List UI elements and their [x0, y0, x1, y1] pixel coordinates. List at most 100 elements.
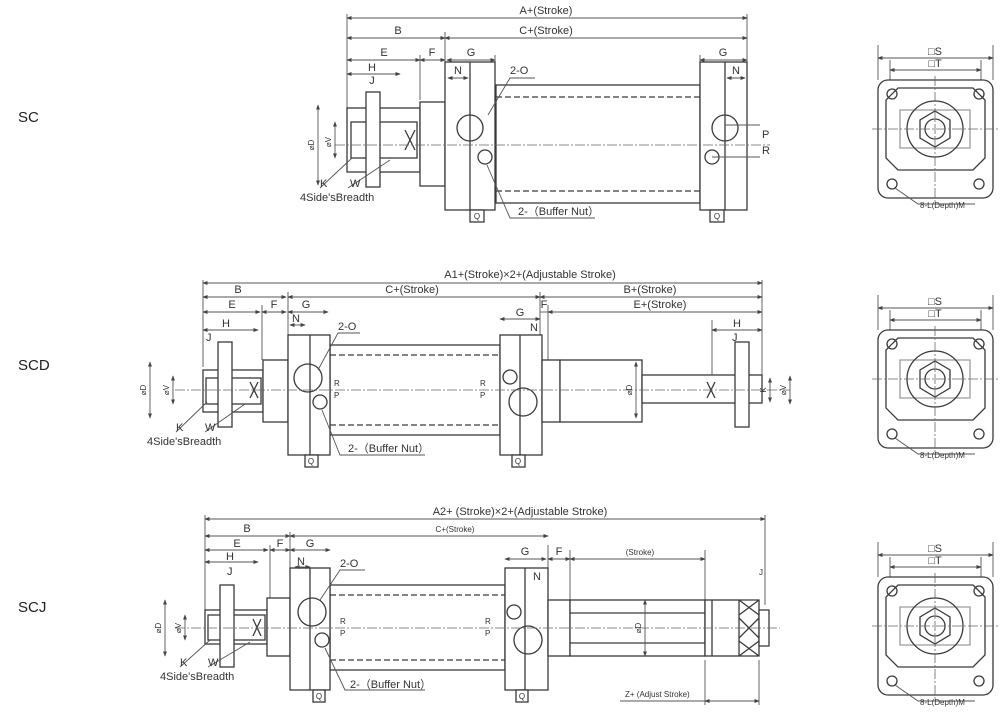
label-p: P	[762, 129, 769, 141]
dim-n-left: N	[297, 556, 305, 568]
label-r-left: R	[340, 617, 346, 626]
scd-side-view: SCD A1+(Stroke)×2+(Adjustable Stroke) B …	[18, 269, 793, 468]
dim-j-right: J	[732, 332, 738, 344]
dim-v: ⌀V	[324, 136, 333, 147]
dim-h-left: H	[222, 318, 230, 330]
dim-square-t: □T	[928, 58, 942, 70]
dim-v-right: ⌀V	[779, 384, 788, 395]
dim-square-t: □T	[928, 555, 942, 567]
dim-e: E	[228, 299, 235, 311]
dim-a2: A2+ (Stroke)×2+(Adjustable Stroke)	[433, 506, 608, 518]
dim-j: J	[369, 75, 375, 87]
dim-g-left: G	[302, 299, 311, 311]
dim-j: J	[227, 566, 233, 578]
flange-end-view-shape	[872, 45, 1000, 205]
dim-c: C+(Stroke)	[436, 525, 475, 534]
label-buffer-nut: 2-（Buffer Nut）	[348, 442, 429, 455]
label-q-left: Q	[316, 692, 322, 701]
dim-square-s: □S	[928, 296, 942, 308]
label-p-right: P	[480, 391, 485, 400]
dim-c: C+(Stroke)	[385, 284, 439, 296]
dim-f-right: F	[541, 299, 548, 311]
label-q-right: Q	[515, 457, 521, 466]
dim-b-plus: B+(Stroke)	[624, 284, 677, 296]
dim-d: ⌀D	[154, 622, 163, 633]
dim-d-rod: ⌀D	[625, 384, 634, 395]
label-p-right: P	[485, 629, 490, 638]
scd-end-view: □S □T 8-L(Depth)M	[872, 295, 1000, 460]
row-label-sc: SC	[18, 109, 39, 126]
dim-f-left: F	[277, 538, 284, 550]
dim-n-right: N	[533, 571, 541, 583]
label-2-o: 2-O	[510, 65, 529, 77]
dim-j-left: J	[206, 332, 212, 344]
dim-g-left: G	[306, 538, 315, 550]
dim-square-t: □T	[928, 308, 942, 320]
dim-g-right: G	[516, 307, 525, 319]
label-2-o: 2-O	[340, 558, 359, 570]
dim-e: E	[380, 47, 387, 59]
dim-k-right: K	[759, 387, 768, 393]
row-label-scd: SCD	[18, 357, 50, 374]
label-4side-breadth: 4Side'sBreadth	[300, 192, 374, 204]
dim-f-right: F	[556, 546, 563, 558]
label-k: K	[176, 422, 184, 434]
dim-v: ⌀V	[162, 384, 171, 395]
label-r-right: R	[480, 379, 486, 388]
dim-h: H	[368, 62, 376, 74]
label-4side-breadth: 4Side'sBreadth	[160, 671, 234, 683]
dim-g-right: G	[719, 47, 728, 59]
dim-b: B	[234, 284, 241, 296]
scj-end-view: □S □T 8-L(Depth)M	[872, 542, 1000, 707]
scj-side-view: SCJ A2+ (Stroke)×2+(Adjustable Stroke) B…	[18, 506, 780, 705]
label-r: R	[762, 145, 770, 157]
dim-d-rod: ⌀D	[634, 622, 643, 633]
label-8-l-depth-m: 8-L(Depth)M	[920, 201, 965, 210]
label-p-left: P	[334, 391, 339, 400]
dim-a1: A1+(Stroke)×2+(Adjustable Stroke)	[444, 269, 616, 281]
row-label-scj: SCJ	[18, 599, 46, 616]
label-w: W	[350, 178, 361, 190]
label-k: K	[320, 178, 328, 190]
dim-f-left: F	[271, 299, 278, 311]
label-q-right: Q	[714, 212, 720, 221]
label-q-left: Q	[308, 457, 314, 466]
sc-end-view: □S □T 8-L(Depth)M	[872, 45, 1000, 210]
dim-a: A+(Stroke)	[520, 5, 573, 17]
label-q-right: Q	[519, 692, 525, 701]
label-r-left: R	[334, 379, 340, 388]
label-w: W	[205, 422, 216, 434]
dim-d: ⌀D	[307, 139, 316, 150]
dim-c: C+(Stroke)	[519, 25, 573, 37]
dim-n-left: N	[292, 313, 300, 325]
label-k: K	[180, 657, 188, 669]
label-2-o: 2-O	[338, 321, 357, 333]
flange-end-view-shape	[872, 295, 1000, 455]
label-8-l-depth-m: 8-L(Depth)M	[920, 698, 965, 707]
label-q-left: Q	[474, 212, 480, 221]
dim-square-s: □S	[928, 46, 942, 58]
dim-f: F	[429, 47, 436, 59]
dim-h: H	[226, 551, 234, 563]
dim-stroke: (Stroke)	[626, 548, 655, 557]
dim-n-left: N	[454, 65, 462, 77]
dim-e: E	[233, 538, 240, 550]
label-p-left: P	[340, 629, 345, 638]
dim-b: B	[394, 25, 401, 37]
flange-end-view-shape	[872, 542, 1000, 702]
dim-j-right: J	[759, 568, 763, 577]
dim-n-right: N	[732, 65, 740, 77]
dim-square-s: □S	[928, 543, 942, 555]
dim-n-right: N	[530, 322, 538, 334]
dim-d: ⌀D	[139, 384, 148, 395]
label-r-right: R	[485, 617, 491, 626]
dim-z: Z+ (Adjust Stroke)	[625, 690, 690, 699]
dim-e-plus: E+(Stroke)	[634, 299, 687, 311]
dim-h-right: H	[733, 318, 741, 330]
dim-g-left: G	[467, 47, 476, 59]
label-w: W	[208, 657, 219, 669]
label-buffer-nut: 2-（Buffer Nut）	[350, 678, 431, 691]
label-4side-breadth: 4Side'sBreadth	[147, 436, 221, 448]
sc-side-view: SC A+(Stroke) B C+(Stroke) E F G G H J Q	[18, 5, 770, 223]
